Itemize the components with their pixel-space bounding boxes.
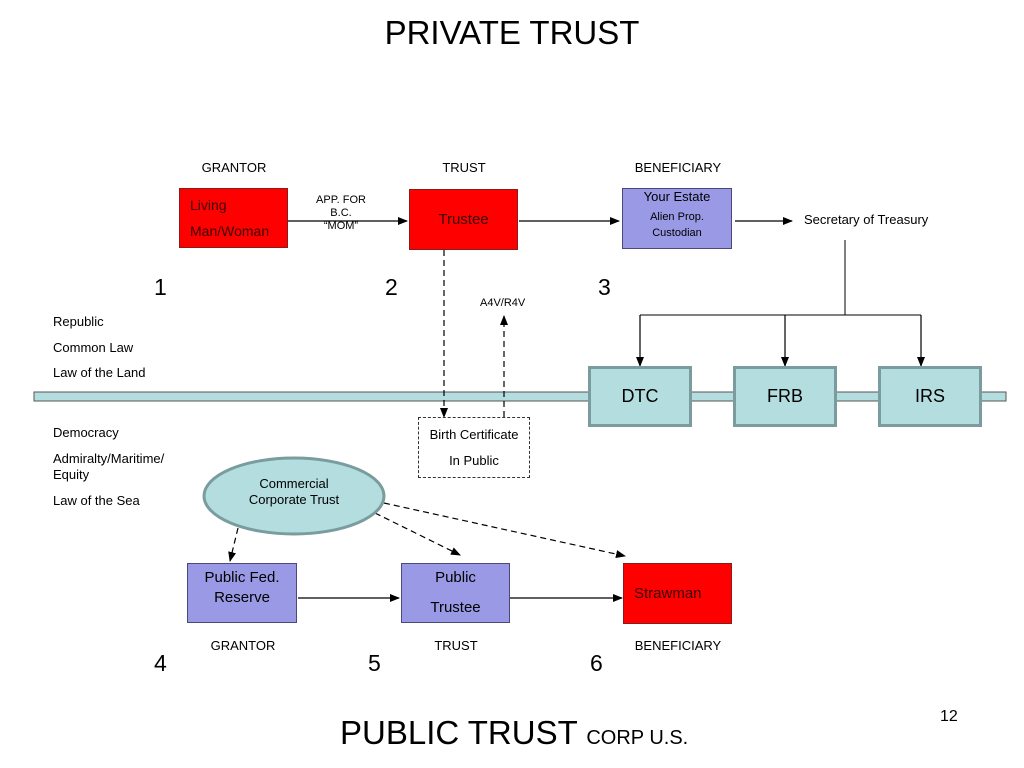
bottom-header-trust: TRUST — [434, 638, 478, 653]
your-estate-box: Your Estate Alien Prop. Custodian — [622, 188, 732, 249]
living-man-woman-box: Living Man/Woman — [179, 188, 288, 248]
commercial-line: Commercial — [259, 476, 329, 491]
public-fed-reserve-box: Public Fed. Reserve — [187, 563, 297, 623]
step-number-4: 4 — [154, 650, 167, 676]
bottom-title-main: PUBLIC TRUST — [340, 714, 578, 751]
jurisdiction-divider-band — [33, 391, 1007, 402]
step-number-1: 1 — [154, 274, 167, 300]
app-for-bc-label: APP. FOR B.C. “MOM” — [300, 194, 382, 233]
reserve-label: Reserve — [214, 589, 270, 606]
corporate-trust-line: Corporate Trust — [248, 492, 340, 507]
mom-line: “MOM” — [323, 220, 359, 232]
birth-certificate-box: Birth Certificate In Public — [418, 417, 530, 478]
trustee-box: Trustee — [409, 189, 518, 250]
your-estate-label: Your Estate — [643, 189, 711, 204]
dashed-arrow-to-public-trustee — [374, 512, 461, 556]
living-label: Living — [190, 197, 227, 213]
side-label-democracy: Democracy — [53, 425, 119, 440]
strawman-box: Strawman — [623, 563, 732, 624]
irs-box: IRS — [878, 366, 982, 427]
dashed-arrow-to-strawman — [383, 502, 626, 558]
side-label-law-of-the-sea: Law of the Sea — [53, 493, 140, 508]
dtc-label: DTC — [621, 386, 659, 406]
side-label-law-of-the-land: Law of the Land — [53, 365, 146, 380]
birth-certificate-label: Birth Certificate — [429, 426, 519, 442]
bottom-header-grantor: GRANTOR — [210, 638, 276, 653]
in-public-label: In Public — [449, 452, 499, 468]
side-label-admiralty-maritime: Admiralty/Maritime/ — [53, 451, 165, 466]
custodian-label: Custodian — [652, 227, 702, 239]
trustee-bottom-label: Trustee — [430, 599, 481, 616]
bc-line: B.C. — [330, 207, 352, 219]
bottom-header-beneficiary: BENEFICIARY — [634, 638, 722, 653]
app-for-line: APP. FOR — [316, 194, 366, 206]
side-label-republic: Republic — [53, 314, 104, 329]
step-number-2: 2 — [385, 274, 398, 300]
bottom-title-sub: CORP U.S. — [586, 727, 689, 749]
dtc-box: DTC — [588, 366, 692, 427]
irs-label: IRS — [914, 386, 945, 406]
header-grantor: GRANTOR — [201, 160, 267, 175]
slide-title: PRIVATE TRUST — [384, 14, 640, 51]
a4v-r4v-label: A4V/R4V — [480, 297, 526, 309]
header-beneficiary: BENEFICIARY — [634, 160, 722, 175]
public-label: Public — [435, 569, 476, 586]
frb-label: FRB — [767, 386, 803, 406]
commercial-corporate-trust-label: Commercial Corporate Trust — [214, 476, 374, 508]
step-number-5: 5 — [368, 650, 381, 676]
step-number-3: 3 — [598, 274, 611, 300]
public-fed-label: Public Fed. — [204, 569, 280, 586]
strawman-label: Strawman — [634, 585, 702, 602]
side-label-common-law: Common Law — [53, 340, 134, 355]
trustee-label: Trustee — [438, 211, 489, 228]
alien-prop-label: Alien Prop. — [650, 211, 704, 223]
secretary-of-treasury-label: Secretary of Treasury — [804, 212, 929, 227]
frb-box: FRB — [733, 366, 837, 427]
step-number-6: 6 — [590, 650, 603, 676]
page-number: 12 — [940, 708, 958, 725]
public-trustee-box: Public Trustee — [401, 563, 510, 623]
bottom-title: PUBLIC TRUST CORP U.S. — [340, 714, 688, 752]
man-woman-label: Man/Woman — [190, 223, 270, 239]
header-trust: TRUST — [442, 160, 486, 175]
side-label-equity: Equity — [53, 467, 90, 482]
commercial-corporate-trust-ellipse — [202, 456, 386, 536]
dashed-arrow-to-public-fed-reserve — [228, 527, 239, 562]
